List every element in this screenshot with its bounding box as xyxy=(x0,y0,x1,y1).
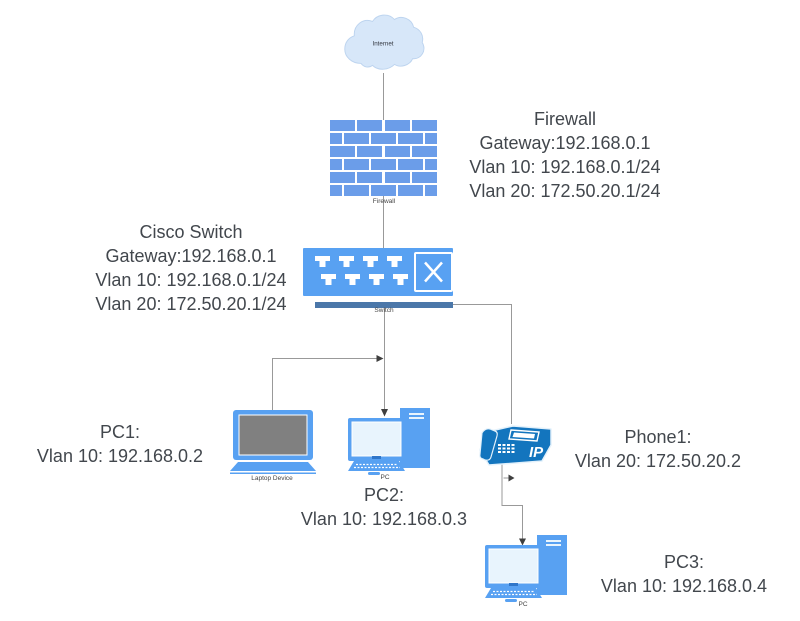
pc2-line: Vlan 10: 192.168.0.3 xyxy=(300,509,468,529)
pc1-icon-label: Laptop Device xyxy=(251,475,293,482)
switch-base-bar xyxy=(315,302,453,308)
phone1-label-block[interactable]: Phone1: Vlan 20: 172.50.20.2 xyxy=(553,425,763,473)
desktop-shape xyxy=(348,408,430,475)
phone1-line: Vlan 20: 172.50.20.2 xyxy=(574,451,742,471)
switch-icon-label: Switch xyxy=(374,307,394,314)
pc2-icon-label: PC xyxy=(380,474,390,481)
edge-switch-phone1 xyxy=(453,304,512,424)
pc1-laptop-icon[interactable] xyxy=(230,410,316,474)
firewall-line: Vlan 20: 172.50.20.1/24 xyxy=(469,181,661,201)
pc3-desktop-icon[interactable] xyxy=(485,535,567,602)
laptop-base xyxy=(230,472,316,474)
switch-body xyxy=(303,248,453,296)
phone1-title: Phone1: xyxy=(624,427,692,447)
pc1-label-block[interactable]: PC1: Vlan 10: 192.168.0.2 xyxy=(15,420,225,468)
cloud-shape xyxy=(344,14,425,70)
arrowhead-pc1-junction xyxy=(376,355,384,362)
firewall-icon-label: Firewall xyxy=(372,198,396,205)
firewall-line: Gateway:192.168.0.1 xyxy=(479,133,651,153)
internet-cloud-icon[interactable]: Internet xyxy=(340,10,427,73)
edge-pc1-switch xyxy=(272,358,377,410)
pc2-title: PC2: xyxy=(363,485,405,505)
pc3-title: PC3: xyxy=(663,552,705,572)
crossed-arrows-icon xyxy=(414,252,453,292)
cisco-switch-icon[interactable] xyxy=(303,248,453,308)
internet-label: Internet xyxy=(373,40,394,47)
phone-handset xyxy=(479,428,498,461)
pc3-line: Vlan 10: 192.168.0.4 xyxy=(600,576,768,596)
arrowhead-pc2 xyxy=(381,409,388,417)
pc3-label-block[interactable]: PC3: Vlan 10: 192.168.0.4 xyxy=(579,550,789,598)
pc1-title: PC1: xyxy=(99,422,141,442)
firewall-icon[interactable] xyxy=(330,120,437,196)
phone-ip-text: IP xyxy=(529,444,544,461)
cisco-switch-line: Gateway:192.168.0.1 xyxy=(105,246,277,266)
arrowhead-pc3 xyxy=(519,538,526,546)
pc1-line: Vlan 10: 192.168.0.2 xyxy=(36,446,204,466)
arrowhead-phone1-stub xyxy=(508,474,515,482)
pc2-label-block[interactable]: PC2: Vlan 10: 192.168.0.3 xyxy=(281,483,487,531)
desktop-shape xyxy=(485,535,567,602)
cisco-switch-label-block[interactable]: Cisco Switch Gateway:192.168.0.1 Vlan 10… xyxy=(75,220,307,316)
phone-display xyxy=(508,429,540,442)
laptop-keyboard xyxy=(230,462,316,471)
firewall-line: Vlan 10: 192.168.0.1/24 xyxy=(469,157,661,177)
laptop-screen xyxy=(238,414,308,456)
pc3-icon-label: PC xyxy=(518,601,528,608)
phone-keypad xyxy=(498,444,515,453)
firewall-bricks xyxy=(330,120,437,196)
firewall-title: Firewall xyxy=(533,109,596,129)
firewall-label-block[interactable]: Firewall Gateway:192.168.0.1 Vlan 10: 19… xyxy=(450,107,680,203)
cisco-switch-title: Cisco Switch xyxy=(139,222,243,242)
pc2-desktop-icon[interactable] xyxy=(348,408,430,475)
edge-phone1-pc3 xyxy=(501,464,523,539)
cisco-switch-line: Vlan 20: 172.50.20.1/24 xyxy=(95,294,287,314)
phone1-ip-phone-icon[interactable]: IP xyxy=(477,419,557,471)
cisco-switch-line: Vlan 10: 192.168.0.1/24 xyxy=(95,270,287,290)
